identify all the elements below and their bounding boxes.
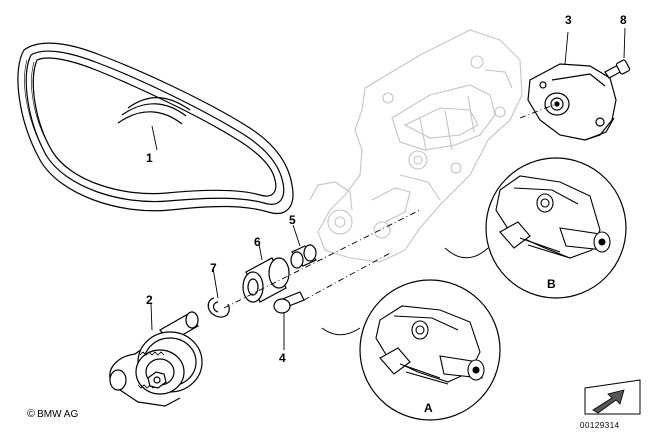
callout-2: 2 bbox=[146, 293, 153, 307]
bolt-4 bbox=[273, 291, 305, 314]
clip-7 bbox=[207, 297, 230, 318]
idler-pulley-3 bbox=[527, 63, 617, 141]
copyright-notice: ©BMW AG bbox=[27, 408, 78, 420]
sleeve-5 bbox=[290, 244, 317, 269]
bolt-8 bbox=[604, 59, 631, 79]
callout-5: 5 bbox=[289, 213, 296, 227]
callout-4: 4 bbox=[279, 351, 286, 365]
copyright-symbol: © bbox=[27, 408, 36, 420]
detail-a-circle: A bbox=[321, 279, 501, 421]
bushing-6 bbox=[242, 257, 290, 303]
detail-b-circle: B bbox=[444, 157, 627, 299]
callout-6: 6 bbox=[254, 235, 261, 249]
document-number: 00129314 bbox=[580, 421, 620, 430]
tensioner-2 bbox=[109, 311, 203, 407]
callout-7: 7 bbox=[210, 261, 217, 275]
callout-1: 1 bbox=[146, 151, 153, 165]
callout-b: B bbox=[547, 277, 556, 291]
engine-bracket-ghost bbox=[309, 29, 523, 263]
leader-lines bbox=[150, 27, 626, 350]
copyright-text: BMW AG bbox=[37, 409, 79, 420]
callout-8: 8 bbox=[620, 13, 627, 27]
callout-3: 3 bbox=[565, 13, 572, 27]
callout-a: A bbox=[424, 401, 433, 415]
arrow-nav-icon[interactable] bbox=[584, 379, 641, 415]
drive-belt bbox=[17, 42, 294, 214]
